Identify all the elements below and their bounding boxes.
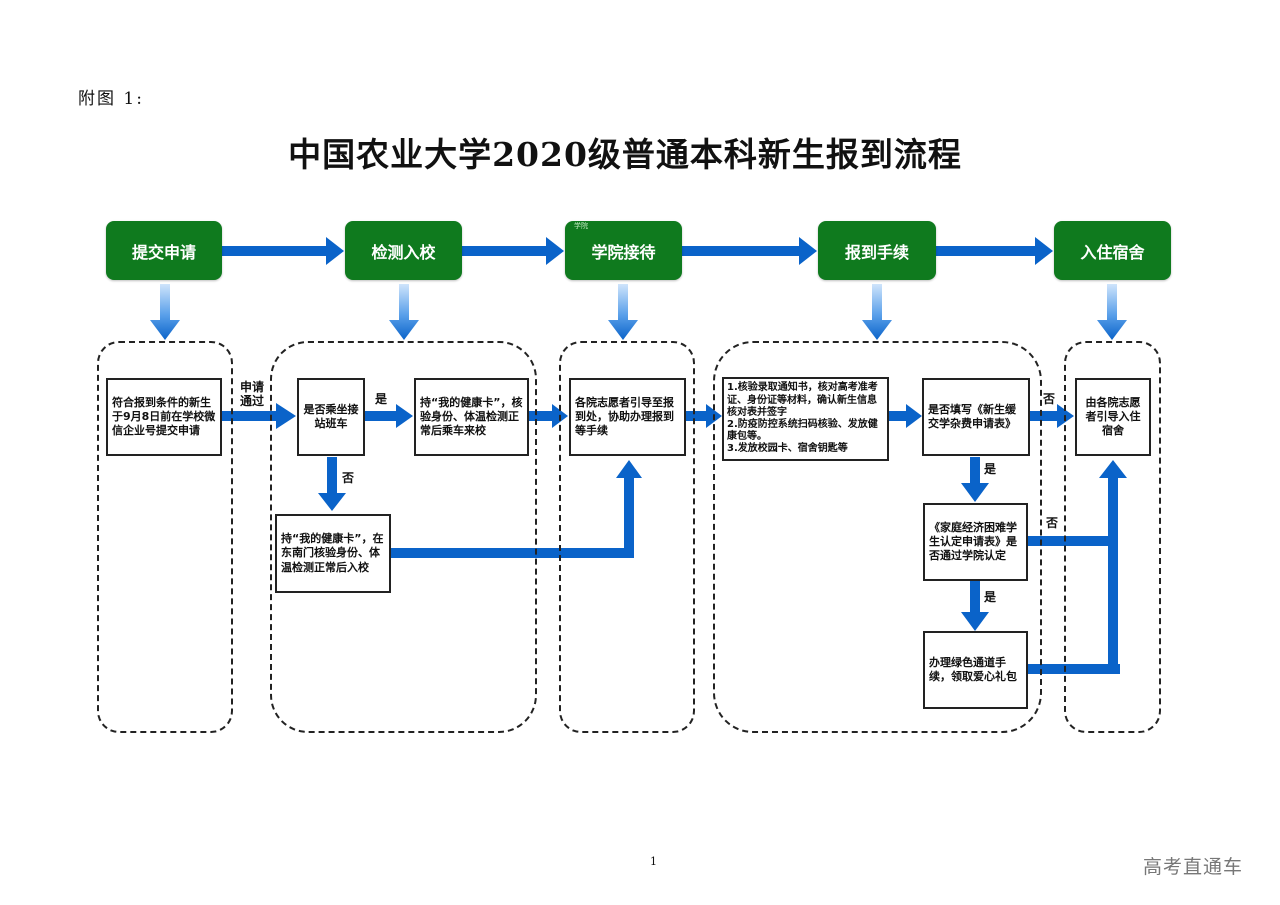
down-arrow-register (862, 284, 892, 340)
arrow-shuttle-yes-to-volunteer (529, 404, 568, 428)
stage-arrows (222, 237, 1053, 265)
flowchart-title: 中国农业大学2020级普通本科新生报到流程 (288, 135, 962, 174)
arrow-eligible-to-shuttle (222, 403, 296, 429)
label-hardship-yes: 是 (984, 590, 997, 604)
decision-shuttle-bus-text: 是否乘坐接站班车 (303, 402, 359, 430)
arrow-up-to-dorm (1099, 460, 1127, 674)
label-application-passed: 申请 通过 (240, 380, 265, 408)
box-registration-procedures-text: 1.核验录取通知书，核对高考准考证、身份证等材料，确认新生信息核对表并签字 2.… (727, 382, 878, 455)
decision-hardship-approval-text: 《家庭经济困难学生认定申请表》是否通过学院认定 (929, 520, 1017, 563)
box-volunteer-guide: 各院志愿者引导至报到处，协助办理报到等手续 (569, 378, 686, 456)
down-arrow-college (608, 284, 638, 340)
arrow-green-channel-to-dorm (1028, 664, 1120, 674)
watermark: 高考直通车 (1143, 856, 1244, 878)
label-deferral-no: 否 (1043, 392, 1056, 406)
arrow-south-gate-to-volunteer (391, 460, 642, 558)
decision-fee-deferral-text: 是否填写《新生缓交学杂费申请表》 (928, 402, 1016, 430)
arrow-shuttle-no (318, 457, 346, 511)
decision-fee-deferral: 是否填写《新生缓交学杂费申请表》 (922, 378, 1030, 456)
box-shuttle-no-text: 持“我的健康卡”，在东南门核验身份、体温检测正常后入校 (281, 532, 384, 574)
box-registration-procedures: 1.核验录取通知书，核对高考准考证、身份证等材料，确认新生信息核对表并签字 2.… (722, 377, 889, 461)
decision-hardship-approval: 《家庭经济困难学生认定申请表》是否通过学院认定 (923, 503, 1028, 581)
box-eligible-students: 符合报到条件的新生于9月8日前在学校微信企业号提交申请 (106, 378, 222, 456)
page-number: 1 (650, 855, 657, 868)
stage-down-arrows (150, 284, 1127, 340)
label-deferral-yes: 是 (984, 462, 997, 476)
box-dorm-guide: 由各院志愿者引导入住宿舍 (1075, 378, 1151, 456)
group-dorm (1064, 341, 1161, 733)
box-shuttle-yes-text: 持“我的健康卡”，核验身份、体温检测正常后乘车来校 (420, 395, 523, 438)
arrow-hardship-no-to-dorm (1028, 536, 1113, 546)
arrow-checkin-to-college (462, 237, 564, 265)
arrow-submit-to-checkin (222, 237, 344, 265)
stage-check-in: 检测入校 (345, 221, 462, 280)
arrow-shuttle-yes (365, 404, 413, 428)
stage-mark: 学院 (574, 222, 588, 230)
stage-submit-application: 提交申请 (106, 221, 222, 280)
box-volunteer-guide-text: 各院志愿者引导至报到处，协助办理报到等手续 (575, 395, 674, 438)
group-submit (97, 341, 233, 733)
box-dorm-guide-text: 由各院志愿者引导入住宿舍 (1085, 395, 1141, 438)
label-shuttle-yes: 是 (375, 392, 388, 406)
decision-shuttle-bus: 是否乘坐接站班车 (297, 378, 365, 456)
arrow-procedures-to-deferral (889, 404, 922, 428)
box-green-channel: 办理绿色通道手续，领取爱心礼包 (923, 631, 1028, 709)
group-registration (713, 341, 1042, 733)
box-eligible-students-text: 符合报到条件的新生于9月8日前在学校微信企业号提交申请 (112, 395, 216, 438)
down-arrow-checkin (389, 284, 419, 340)
box-green-channel-text: 办理绿色通道手续，领取爱心礼包 (929, 655, 1017, 683)
box-shuttle-no: 持“我的健康卡”，在东南门核验身份、体温检测正常后入校 (275, 514, 391, 593)
stage-registration: 报到手续 (818, 221, 936, 280)
label-shuttle-no: 否 (342, 471, 355, 485)
figure-label: 附图 1: (78, 89, 144, 109)
arrow-hardship-yes (961, 581, 989, 631)
stage-dorm-check-in: 入住宿舍 (1054, 221, 1171, 280)
box-shuttle-yes: 持“我的健康卡”，核验身份、体温检测正常后乘车来校 (414, 378, 529, 456)
arrow-deferral-no-to-dorm (1030, 404, 1074, 428)
group-check-in (270, 341, 537, 733)
arrow-college-to-register (682, 237, 817, 265)
stage-college-reception: 学院接待 (565, 221, 682, 280)
down-arrow-dorm (1097, 284, 1127, 340)
label-hardship-no: 否 (1046, 516, 1059, 530)
arrow-register-to-dorm (936, 237, 1053, 265)
inner-flow-arrows (222, 403, 1127, 674)
down-arrow-submit (150, 284, 180, 340)
group-college (559, 341, 695, 733)
arrow-deferral-yes (961, 457, 989, 502)
